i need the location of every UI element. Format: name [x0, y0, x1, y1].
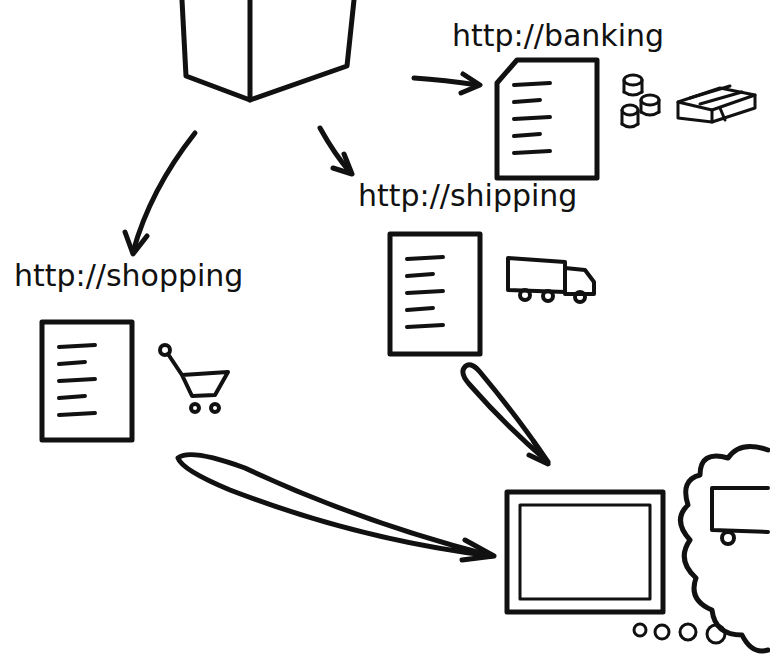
arrow-line [133, 133, 195, 252]
server-edge [248, 0, 253, 100]
cart-symbol [160, 345, 228, 412]
url-label: http://shipping [358, 178, 577, 214]
document-node: http://shipping [358, 178, 577, 362]
document-symbol [37, 317, 137, 445]
arrow-head [529, 442, 548, 464]
bubble-dot [707, 625, 725, 643]
document-node: http://shopping [14, 258, 243, 448]
bubble-dot [634, 624, 646, 636]
truck-symbol [712, 488, 768, 544]
arrow-head [125, 232, 147, 254]
arrow-head [461, 74, 480, 93]
bubble-dot [680, 624, 696, 640]
document-node: http://banking [452, 18, 664, 186]
url-label: http://banking [452, 18, 664, 54]
document-symbol [492, 55, 602, 183]
url-label: http://shopping [14, 258, 243, 294]
thought-bubble [680, 446, 768, 651]
document-symbol [385, 229, 485, 359]
bubble-dot [655, 625, 669, 639]
monitor-symbol [507, 492, 663, 612]
big-arrow [178, 455, 492, 556]
money-symbol [678, 86, 755, 122]
coins-symbol [622, 75, 659, 127]
truck-symbol [508, 258, 594, 302]
monitor-screen [520, 505, 650, 599]
arrow-head [333, 154, 352, 174]
arrow-head [462, 540, 494, 560]
arrow-line [320, 128, 350, 172]
server-symbol [182, 0, 354, 100]
